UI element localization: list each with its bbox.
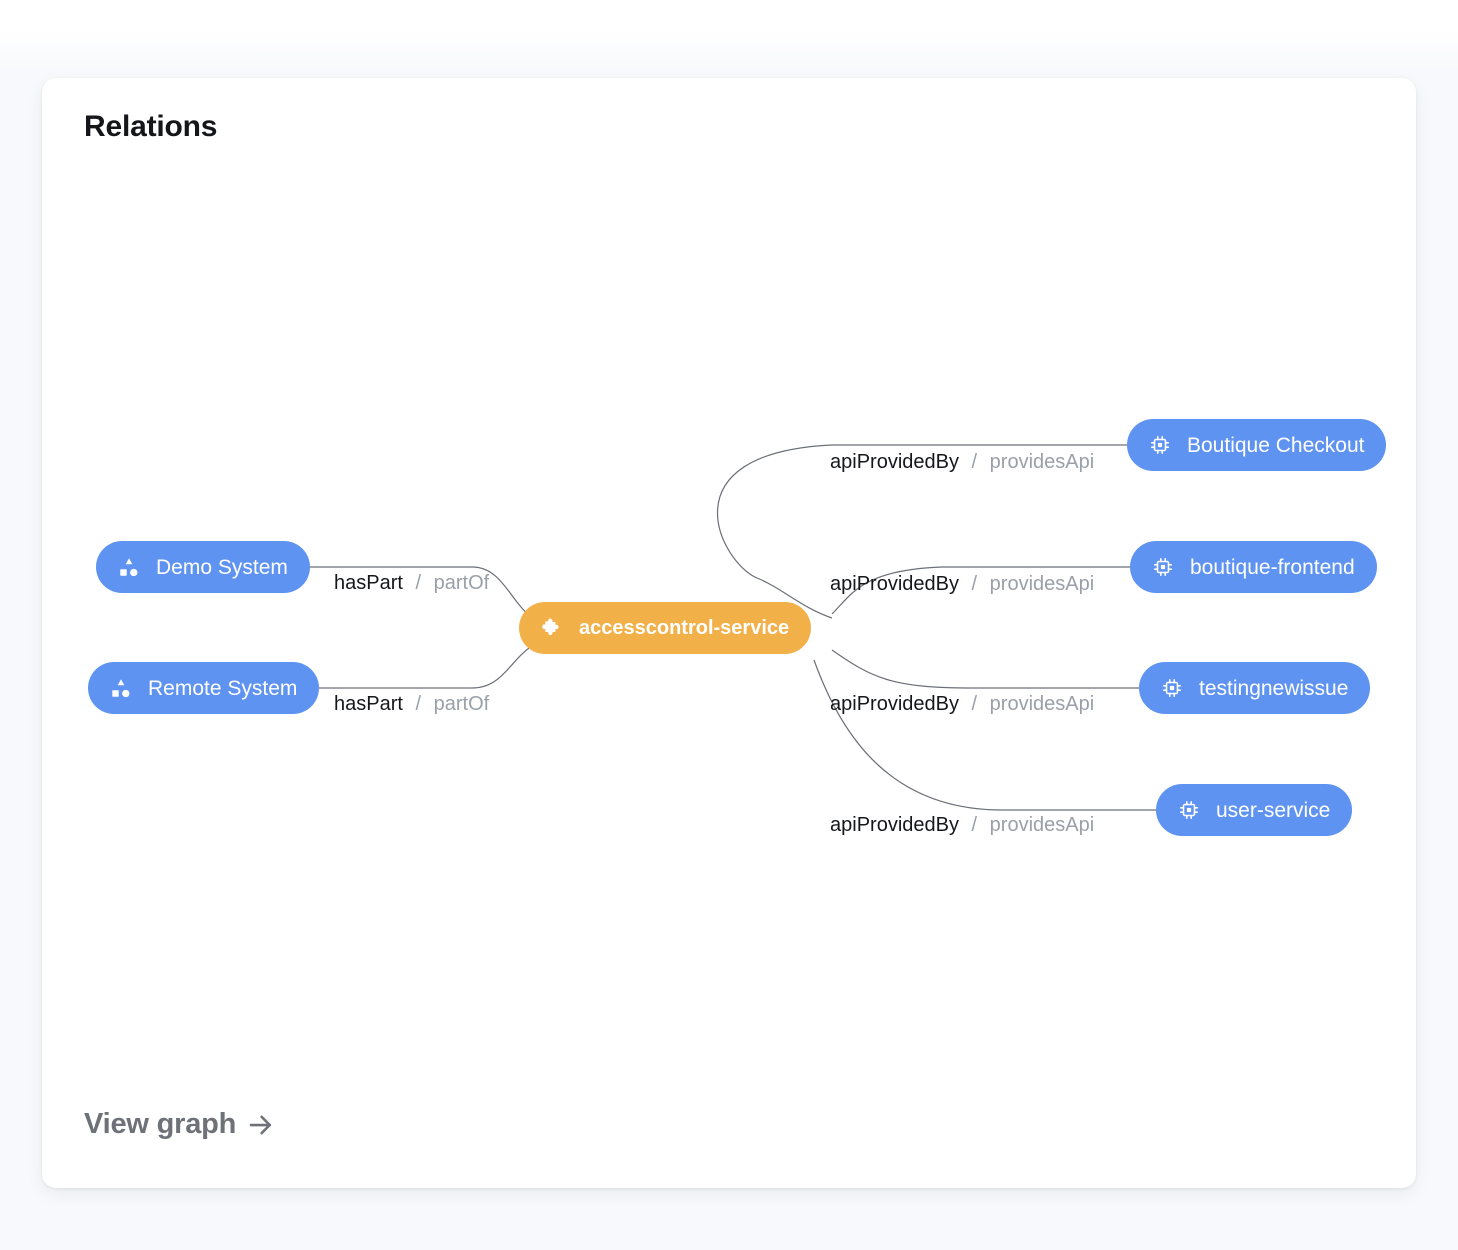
microchip-icon <box>1161 677 1183 699</box>
edge-accesscontrol-service-to-boutique-frontend <box>831 566 1130 615</box>
edge-label-separator: / <box>415 693 422 715</box>
edge-label-reverse: partOf <box>433 572 490 594</box>
edge-label-reverse: partOf <box>433 693 490 715</box>
graph-node-label: boutique-frontend <box>1190 555 1355 579</box>
microchip-icon <box>1178 799 1200 821</box>
edge-label-separator: / <box>971 693 978 715</box>
arrow-right-icon <box>246 1110 276 1140</box>
graph-edges-layer <box>302 444 1156 811</box>
graph-node-accesscontrol-service[interactable]: accesscontrol-service <box>519 602 812 654</box>
edge-label-reverse: providesApi <box>989 814 1095 836</box>
edge-label-forward: apiProvidedBy <box>830 573 959 595</box>
graph-node-testingnewissue[interactable]: testingnewissue <box>1139 662 1371 714</box>
graph-node-label: Remote System <box>148 676 298 700</box>
edge-label-forward: hasPart <box>334 693 403 715</box>
graph-node-user-service[interactable]: user-service <box>1156 784 1353 836</box>
edge-label-remote-system: hasPart / partOf <box>334 694 489 714</box>
shapes-icon <box>110 677 132 699</box>
edge-label-separator: / <box>415 572 422 594</box>
graph-node-remote-system[interactable]: Remote System <box>88 662 320 714</box>
edge-label-forward: apiProvidedBy <box>830 451 959 473</box>
edge-label-reverse: providesApi <box>989 451 1095 473</box>
edge-label-forward: apiProvidedBy <box>830 693 959 715</box>
page-title: Relations <box>84 110 218 143</box>
view-graph-link[interactable]: View graph <box>84 1108 276 1141</box>
graph-node-label: Boutique Checkout <box>1187 433 1365 457</box>
edge-label-testingnewissue: apiProvidedBy / providesApi <box>830 694 1094 714</box>
graph-node-label: accesscontrol-service <box>579 617 790 639</box>
edge-label-separator: / <box>971 451 978 473</box>
edge-label-user-service: apiProvidedBy / providesApi <box>830 815 1094 835</box>
edge-label-forward: hasPart <box>334 572 403 594</box>
puzzle-piece-icon <box>541 617 563 639</box>
edge-label-forward: apiProvidedBy <box>830 814 959 836</box>
graph-node-boutique-checkout[interactable]: Boutique Checkout <box>1127 419 1387 471</box>
edge-accesscontrol-service-to-user-service <box>813 659 1156 811</box>
edge-label-demo-system: hasPart / partOf <box>334 573 489 593</box>
edge-accesscontrol-service-to-testingnewissue <box>831 649 1139 689</box>
shapes-icon <box>118 556 140 578</box>
edge-remote-system-to-accesscontrol-service <box>302 635 562 689</box>
edge-accesscontrol-service-to-boutique-checkout <box>716 444 1127 619</box>
edge-label-separator: / <box>971 814 978 836</box>
relations-card: Relations <box>42 78 1416 1188</box>
graph-node-demo-system[interactable]: Demo System <box>96 541 310 593</box>
microchip-icon <box>1152 556 1174 578</box>
graph-node-boutique-frontend[interactable]: boutique-frontend <box>1130 541 1377 593</box>
relations-graph: accesscontrol-service Demo System <box>42 78 1416 1188</box>
edge-label-reverse: providesApi <box>989 693 1095 715</box>
edge-label-separator: / <box>971 573 978 595</box>
microchip-icon <box>1149 434 1171 456</box>
edge-label-boutique-checkout: apiProvidedBy / providesApi <box>830 452 1094 472</box>
edge-label-boutique-frontend: apiProvidedBy / providesApi <box>830 574 1094 594</box>
graph-node-label: Demo System <box>156 555 288 579</box>
edge-label-reverse: providesApi <box>989 573 1095 595</box>
graph-node-label: testingnewissue <box>1199 676 1349 700</box>
view-graph-label: View graph <box>84 1108 237 1140</box>
graph-node-label: user-service <box>1216 798 1331 822</box>
